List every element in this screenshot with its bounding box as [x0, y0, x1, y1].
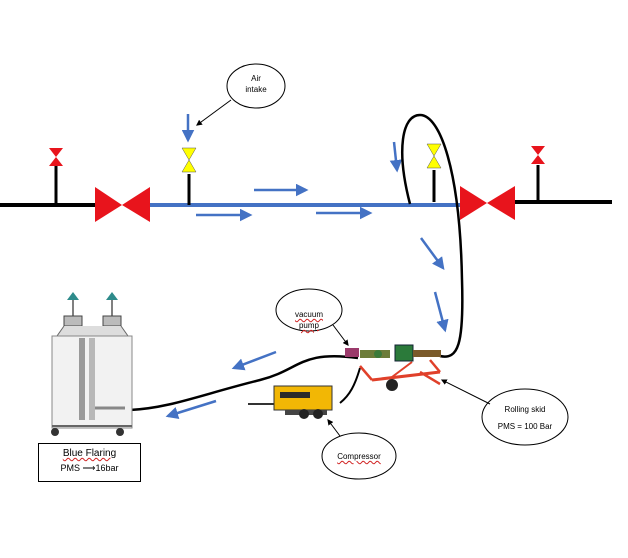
- rolling-skid-name-label: Rolling skid: [504, 405, 546, 414]
- vacuum-pump-label: vacuum pump: [294, 310, 323, 330]
- blue-flaring-title: Blue Flaring: [62, 448, 117, 459]
- compressor-bubble: [321, 432, 397, 480]
- compressor-icon: [248, 385, 333, 419]
- compressor-hose: [339, 367, 361, 404]
- purge-hose: [401, 113, 464, 358]
- blue-flaring-box: Blue Flaring PMS ⟶16bar: [38, 443, 141, 482]
- air-intake-label: Air intake: [245, 74, 267, 94]
- intake-valve-icon: [426, 143, 442, 202]
- vent-valve-icon: [49, 148, 63, 205]
- block-valve-icon: [95, 187, 150, 222]
- vacuum-pump-bubble: [275, 288, 343, 332]
- rolling-skid-pms-label: PMS = 100 Bar: [497, 422, 553, 431]
- discharge-hose: [129, 354, 359, 412]
- rolling-skid-bubble: [481, 388, 569, 446]
- blue-flaring-pms: PMS ⟶16bar: [60, 463, 119, 473]
- vent-valve-icon: [531, 146, 545, 202]
- main-pipeline: [0, 200, 612, 207]
- compressor-label: Compressor: [337, 452, 381, 461]
- rolling-skid-icon: [345, 344, 441, 391]
- block-valve-icon: [460, 186, 515, 220]
- flaring-unit-icon: [51, 292, 133, 436]
- long-arrow-icon: ⟶: [82, 463, 96, 473]
- intake-valve-icon: [181, 147, 197, 205]
- flow-arrow-icon: [165, 114, 449, 419]
- air-intake-bubble: [226, 63, 286, 109]
